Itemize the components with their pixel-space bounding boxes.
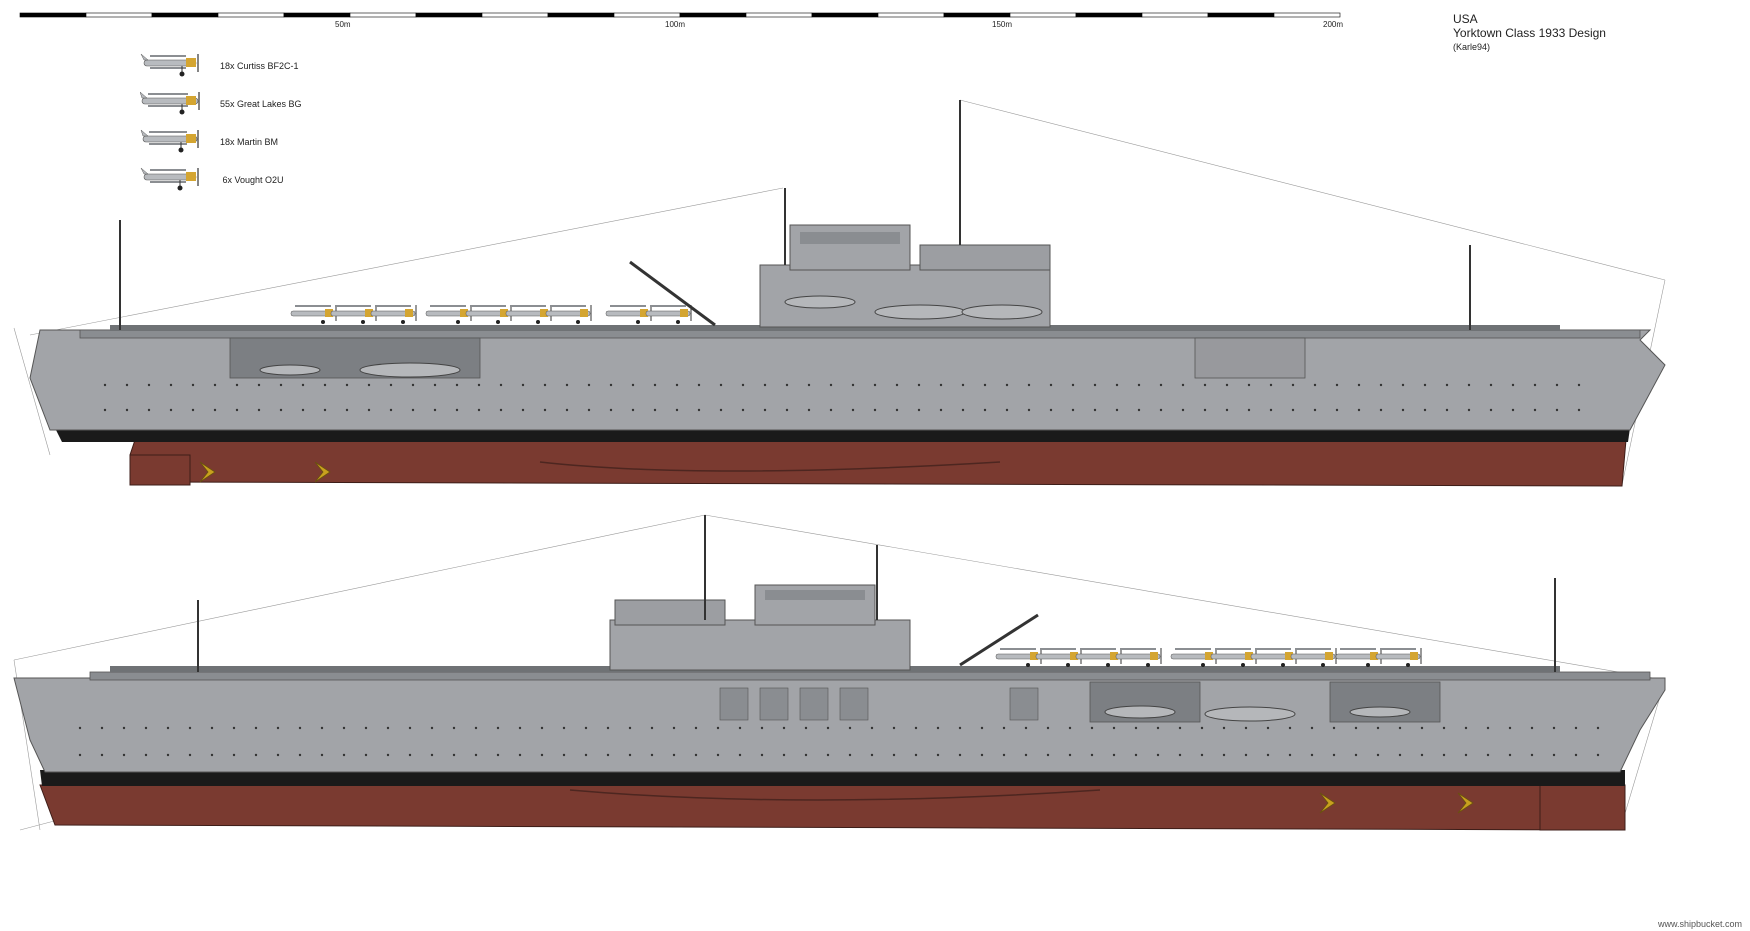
deck-aircraft-icon <box>645 305 692 324</box>
legend-label: 55x Great Lakes BG <box>220 99 302 109</box>
scale-label-150m: 150m <box>992 20 1013 29</box>
biplane-icon <box>140 129 199 153</box>
deck-aircraft-icon <box>545 305 592 324</box>
propeller-icon <box>1319 792 1336 814</box>
deck-aircraft-icon <box>1210 648 1257 667</box>
scale-label-50m: 50m <box>335 20 351 29</box>
deck-aircraft-icon <box>1115 648 1162 667</box>
legend-item-curtiss: 18x Curtiss BF2C-1 <box>140 52 400 80</box>
deck-aircraft-icon <box>1290 648 1337 667</box>
deck-aircraft-icon <box>1250 648 1297 667</box>
deck-aircraft-icon <box>505 305 552 324</box>
deck-aircraft-icon <box>290 305 337 324</box>
deck-aircraft-icon <box>1075 648 1122 667</box>
deck-aircraft-icon <box>465 305 512 324</box>
scale-label-200m: 200m <box>1323 20 1344 29</box>
legend-item-vought: 6x Vought O2U <box>140 166 400 194</box>
biplane-icon <box>140 91 200 115</box>
ship-profile-port <box>13 514 1666 831</box>
deck-aircraft-icon <box>1375 648 1422 667</box>
scale-label-100m: 100m <box>665 20 686 29</box>
legend-label: 18x Curtiss BF2C-1 <box>220 61 299 71</box>
design-title: Yorktown Class 1933 Design <box>1453 26 1606 40</box>
author-label: (Karle94) <box>1453 42 1491 52</box>
deck-aircraft-icon <box>1035 648 1082 667</box>
deck-aircraft-icon <box>1170 648 1217 667</box>
scale-bar <box>19 12 1341 18</box>
legend-item-martin: 18x Martin BM <box>140 128 400 156</box>
biplane-icon <box>140 53 199 77</box>
propeller-icon <box>1457 792 1474 814</box>
deck-aircraft-icon <box>1335 648 1382 667</box>
deck-aircraft-icon <box>370 305 417 324</box>
credit-text: www.shipbucket.com <box>1657 919 1742 929</box>
legend-label: 6x Vought O2U <box>220 175 284 185</box>
ship-profile-starboard <box>13 99 1666 487</box>
deck-aircraft-icon <box>995 648 1042 667</box>
title-block: USA Yorktown Class 1933 Design (Karle94) <box>1453 12 1606 54</box>
deck-aircraft-icon <box>425 305 472 324</box>
biplane-icon <box>140 167 199 191</box>
legend-item-great-lakes: 55x Great Lakes BG <box>140 90 400 118</box>
propeller-icon <box>314 461 331 483</box>
legend-label: 18x Martin BM <box>220 137 279 147</box>
deck-aircraft-icon <box>605 305 652 324</box>
country-label: USA <box>1453 12 1478 26</box>
deck-aircraft-icon <box>330 305 377 324</box>
propeller-icon <box>199 461 216 483</box>
